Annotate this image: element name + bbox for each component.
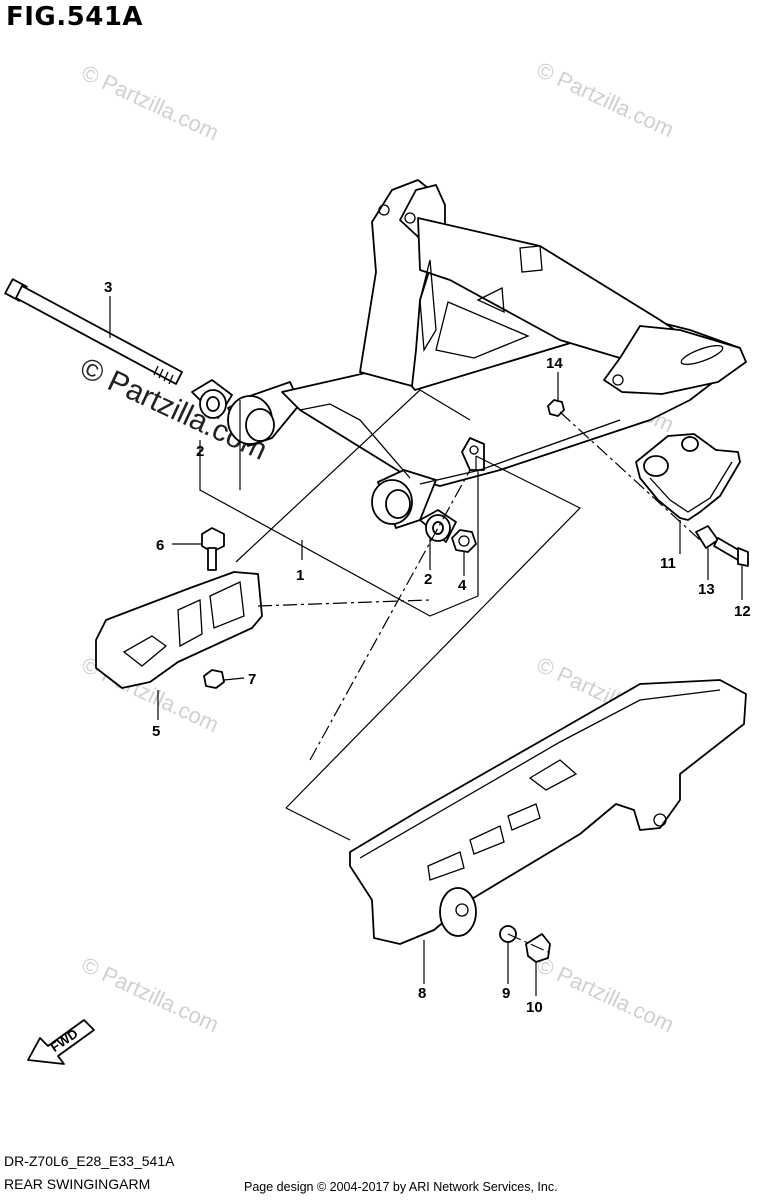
watermark-7: © Partzilla.com xyxy=(533,952,678,1037)
fwd-arrow: FWD xyxy=(27,1019,95,1065)
callout-12: 12 xyxy=(734,603,751,620)
watermark-6: © Partzilla.com xyxy=(78,952,223,1037)
watermark-1: © Partzilla.com xyxy=(78,60,223,145)
model-code: DR-Z70L6_E28_E33_541A xyxy=(4,1153,175,1169)
callout-numbers: 3 1 2 4 2 6 5 7 14 11 13 12 8 9 10 xyxy=(104,279,751,1016)
callout-13: 13 xyxy=(698,581,715,598)
reference-lines xyxy=(199,389,701,953)
part-2-collar-left xyxy=(191,379,233,419)
callout-leaders xyxy=(109,296,743,996)
callout-2-right: 2 xyxy=(424,571,432,588)
diagram-name: REAR SWINGINGARM xyxy=(4,1176,151,1192)
part-4-nut xyxy=(451,529,477,553)
callout-3: 3 xyxy=(104,279,112,296)
callout-1: 1 xyxy=(296,567,304,584)
part-3-pivot-bolt xyxy=(4,278,183,385)
copyright-notice: Page design © 2004-2017 by ARI Network S… xyxy=(244,1180,558,1194)
part-1-swingarm xyxy=(227,179,747,529)
part-6-bolt xyxy=(201,527,225,571)
part-7-nut xyxy=(203,669,225,689)
watermark-2: © Partzilla.com xyxy=(533,57,678,142)
part-12-bolt xyxy=(713,537,749,567)
callout-14: 14 xyxy=(546,355,563,372)
callout-4: 4 xyxy=(458,577,467,594)
part-2-collar-right xyxy=(419,509,457,543)
callout-2-left: 2 xyxy=(196,443,204,460)
callout-5: 5 xyxy=(152,723,160,740)
callout-7: 7 xyxy=(248,671,256,688)
part-5-protector xyxy=(95,571,263,689)
part-8-chain-case xyxy=(349,679,747,945)
callout-9: 9 xyxy=(502,985,510,1002)
callout-10: 10 xyxy=(526,999,543,1016)
callout-11: 11 xyxy=(660,555,676,572)
callout-6: 6 xyxy=(156,537,164,554)
callout-8: 8 xyxy=(418,985,426,1002)
part-11-chain-guide xyxy=(635,433,741,521)
figure-title: FIG.541A xyxy=(6,2,144,32)
